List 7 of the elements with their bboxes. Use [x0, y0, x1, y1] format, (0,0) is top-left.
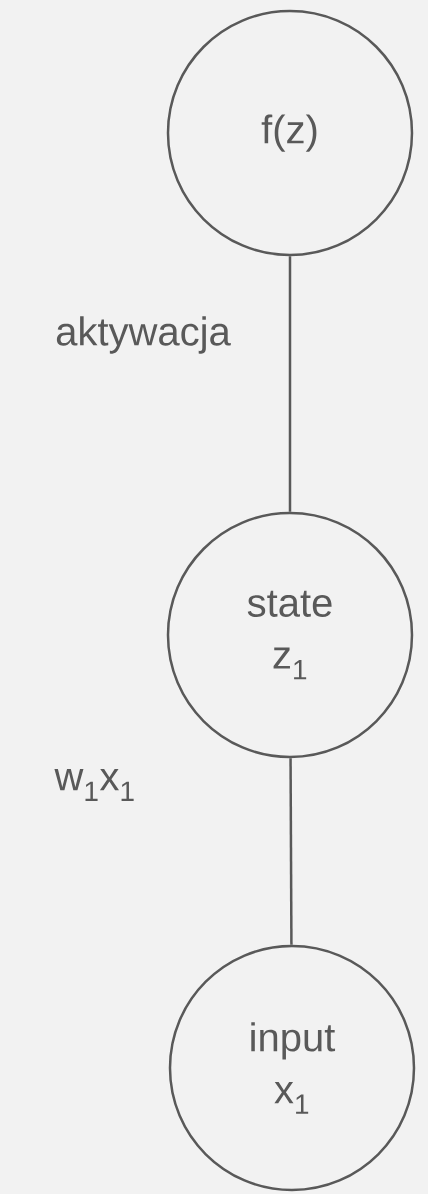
edge-label: aktywacja — [56, 316, 231, 354]
circle-node: f(z) — [166, 9, 414, 257]
edge-label: w$_{1}$x$_{1}$ — [54, 769, 134, 801]
circle-node: state z$_{1}$ — [166, 511, 414, 759]
circle-node: input x$_{1}$ — [168, 944, 416, 1192]
connector-line — [289, 758, 293, 945]
connector-line — [288, 256, 292, 512]
